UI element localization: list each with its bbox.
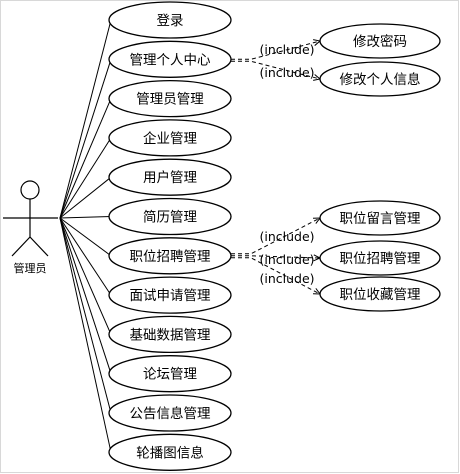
use-case-label: 论坛管理 bbox=[143, 367, 197, 383]
included-use-case-label: 职位收藏管理 bbox=[340, 287, 421, 303]
use-case-label: 面试申请管理 bbox=[130, 288, 211, 304]
use-case-label: 管理个人中心 bbox=[130, 52, 211, 68]
actor-left-leg bbox=[11, 236, 31, 257]
use-case-ellipse bbox=[108, 237, 232, 275]
association-line bbox=[59, 217, 112, 257]
use-case-ellipse bbox=[108, 433, 232, 471]
use-case-label: 用户管理 bbox=[143, 169, 197, 186]
include-label: (include) bbox=[259, 252, 314, 267]
use-case-ellipse bbox=[108, 119, 232, 157]
association-line bbox=[59, 216, 112, 219]
use-case-ellipse bbox=[108, 394, 232, 432]
included-use-case-ellipse bbox=[319, 240, 441, 276]
included-use-case-label: 职位留言管理 bbox=[340, 211, 421, 227]
association-line bbox=[59, 176, 112, 219]
use-case-label: 简历管理 bbox=[143, 209, 197, 226]
association-lines bbox=[59, 19, 112, 453]
included-use-case: 修改个人信息 bbox=[319, 61, 441, 97]
include-label: (include) bbox=[259, 42, 314, 57]
actor-right-leg bbox=[29, 236, 49, 257]
use-case-label: 企业管理 bbox=[143, 130, 197, 147]
use-case: 管理员管理 bbox=[108, 79, 232, 118]
association-line bbox=[59, 19, 112, 219]
include-dependencies: (include) (include) (include) (include) (inc… bbox=[231, 39, 322, 295]
included-use-case: 职位留言管理 bbox=[319, 200, 441, 236]
use-case: 登录 bbox=[108, 1, 232, 39]
include-arrow bbox=[231, 217, 321, 255]
association-line bbox=[59, 217, 112, 335]
use-case: 职位招聘管理 bbox=[108, 237, 232, 275]
use-case-ellipse bbox=[108, 276, 232, 314]
association-line bbox=[59, 217, 112, 374]
actor-label: 管理员 bbox=[14, 261, 47, 275]
use-case: 公告信息管理 bbox=[108, 394, 232, 432]
included-use-case-label: 修改个人信息 bbox=[340, 71, 421, 88]
included-use-case: 修改密码 bbox=[319, 23, 441, 59]
include-label: (include) bbox=[259, 271, 314, 286]
use-case: 面试申请管理 bbox=[108, 276, 232, 314]
include-arrow bbox=[231, 257, 321, 295]
use-case-ellipse bbox=[108, 40, 232, 78]
use-case: 企业管理 bbox=[108, 119, 232, 157]
use-case-ellipse bbox=[108, 315, 232, 354]
use-case-label: 基础数据管理 bbox=[130, 326, 211, 343]
association-line bbox=[59, 217, 112, 453]
use-case-ellipse bbox=[108, 1, 232, 39]
use-case: 论坛管理 bbox=[108, 355, 232, 393]
use-cases: 登录管理个人中心管理员管理企业管理用户管理简历管理职位招聘管理面试申请管理基础数… bbox=[108, 1, 232, 471]
use-case-label: 公告信息管理 bbox=[130, 405, 211, 422]
include-arrow bbox=[231, 255, 321, 259]
use-case: 管理个人中心 bbox=[108, 40, 232, 78]
association-line bbox=[59, 137, 112, 219]
use-case-label: 轮播图信息 bbox=[136, 444, 204, 461]
use-case: 基础数据管理 bbox=[108, 315, 232, 354]
actor-head bbox=[20, 180, 40, 200]
association-line bbox=[59, 98, 112, 219]
use-case-ellipse bbox=[108, 355, 232, 393]
included-use-case-ellipse bbox=[319, 276, 441, 312]
include-label: (include) bbox=[259, 65, 314, 80]
included-use-case-ellipse bbox=[319, 61, 441, 97]
use-case-ellipse bbox=[108, 197, 232, 236]
use-case-label: 管理员管理 bbox=[136, 92, 204, 108]
association-line bbox=[59, 59, 112, 219]
association-line bbox=[59, 217, 112, 414]
association-line bbox=[59, 217, 112, 296]
use-case: 轮播图信息 bbox=[108, 433, 232, 471]
include-label: (include) bbox=[259, 229, 314, 244]
use-case: 用户管理 bbox=[108, 158, 232, 196]
included-use-case-label: 职位招聘管理 bbox=[340, 251, 421, 267]
use-case-ellipse bbox=[108, 79, 232, 118]
included-use-case: 职位收藏管理 bbox=[319, 276, 441, 312]
included-use-case-ellipse bbox=[319, 200, 441, 236]
included-use-case: 职位招聘管理 bbox=[319, 240, 441, 276]
actor: 管理员 bbox=[3, 180, 58, 275]
included-use-case-label: 修改密码 bbox=[353, 33, 407, 50]
use-case-label: 职位招聘管理 bbox=[130, 249, 211, 265]
use-case-ellipse bbox=[108, 158, 232, 196]
use-case: 简历管理 bbox=[108, 197, 232, 236]
use-case-label: 登录 bbox=[157, 13, 184, 29]
included-use-case-ellipse bbox=[319, 23, 441, 59]
